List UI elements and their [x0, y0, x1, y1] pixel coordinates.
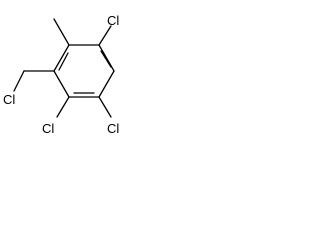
ring-bond — [98, 44, 115, 72]
atom-labels: Cl Cl Cl Cl — [3, 13, 119, 136]
cl-label-bottom-left: Cl — [42, 121, 54, 136]
cl-bond-top-right — [98, 25, 112, 46]
cl-bond-bottom-right — [98, 96, 112, 118]
cl-label-bottom-right: Cl — [107, 121, 119, 136]
methyl-bond — [53, 18, 70, 46]
ring-bond — [98, 70, 115, 98]
cl-label-chloromethyl: Cl — [3, 92, 15, 107]
ring-bond — [53, 44, 70, 72]
bonds — [13, 18, 115, 118]
cl-bond-bottom-left — [56, 96, 70, 118]
ch2cl-bond — [13, 70, 25, 92]
cl-label-top-right: Cl — [107, 13, 119, 28]
double-bond-inner — [58, 52, 69, 71]
chemical-structure: Cl Cl Cl Cl — [3, 13, 119, 136]
double-bond-inner — [100, 50, 112, 68]
ring-bond — [53, 70, 70, 98]
